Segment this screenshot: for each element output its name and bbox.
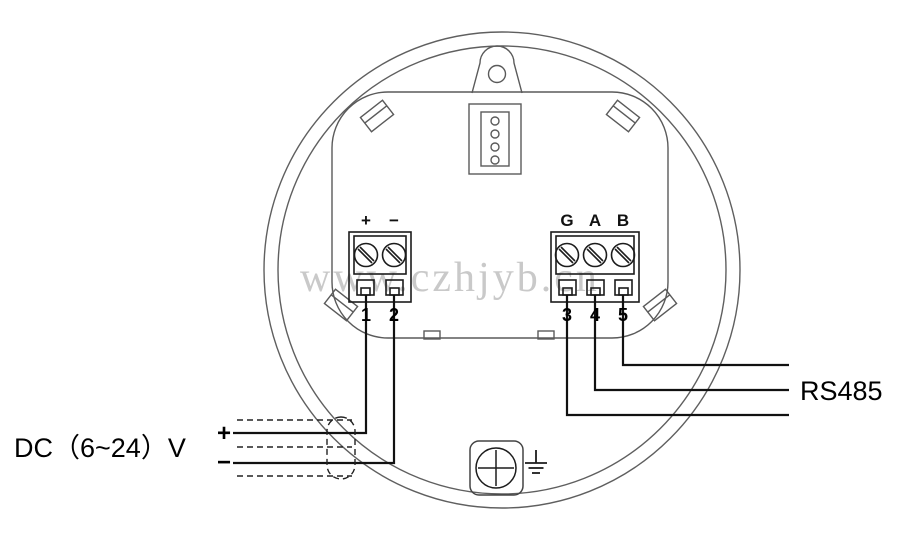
clip-lower-right — [642, 288, 678, 322]
terminal-number-4: 4 — [590, 305, 600, 325]
terminal-label-b: B — [617, 211, 629, 230]
power-cable-outline — [237, 416, 356, 480]
connector-pin — [490, 116, 500, 126]
screw-terminal-2 — [381, 242, 407, 268]
clip-upper-right — [605, 99, 641, 133]
wire-terminal-5-rs485 — [621, 295, 789, 367]
clip-upper-left — [359, 99, 395, 133]
face-bottom-notch — [423, 330, 441, 340]
power-minus-sign: − — [217, 449, 231, 476]
top-lug-hole — [487, 64, 507, 84]
power-label: DC（6~24）V — [14, 433, 186, 463]
terminal-label-minus: − — [389, 211, 399, 230]
ground-screw-head — [475, 447, 517, 489]
terminal-number-5: 5 — [618, 305, 628, 325]
device-face — [323, 45, 678, 340]
connector-pin — [490, 155, 500, 165]
screw-terminal-4 — [582, 242, 608, 268]
terminal-label-a: A — [589, 211, 601, 230]
terminal-number-2: 2 — [389, 305, 399, 325]
earth-symbol-icon — [525, 450, 547, 474]
ground-screw-base — [469, 440, 524, 496]
rs485-label: RS485 — [800, 376, 883, 406]
screw-terminal-5 — [610, 242, 636, 268]
ground-screw — [469, 440, 524, 496]
wire-clamp-5 — [618, 287, 629, 296]
power-block-outline — [348, 231, 412, 303]
connector-pin — [490, 129, 500, 139]
watermark-text: www.czhjyb.cn — [300, 255, 600, 301]
wire-terminal-3-rs485 — [565, 295, 789, 417]
terminal-label-plus: + — [361, 211, 371, 230]
wires — [233, 295, 789, 465]
face-plate — [331, 91, 669, 339]
screw-terminal-1 — [353, 242, 379, 268]
housing-outer-circle — [263, 31, 741, 509]
terminal-label-g: G — [560, 211, 573, 230]
display-connector-outer — [468, 103, 522, 175]
terminal-number-1: 1 — [361, 305, 371, 325]
face-bottom-notch — [537, 330, 555, 340]
terminal-number-3: 3 — [562, 305, 572, 325]
wire-terminal-2-power-minus — [233, 295, 396, 465]
connector-pin — [490, 142, 500, 152]
cable-gland — [326, 416, 356, 480]
display-connector-inner — [480, 111, 510, 167]
clip-lower-left — [323, 288, 359, 322]
wire-terminal-4-rs485 — [593, 295, 789, 392]
wire-terminal-1-power-plus — [233, 295, 368, 435]
power-plus-sign: + — [217, 420, 231, 447]
screw-terminal-3 — [554, 242, 580, 268]
top-lug — [471, 45, 523, 94]
